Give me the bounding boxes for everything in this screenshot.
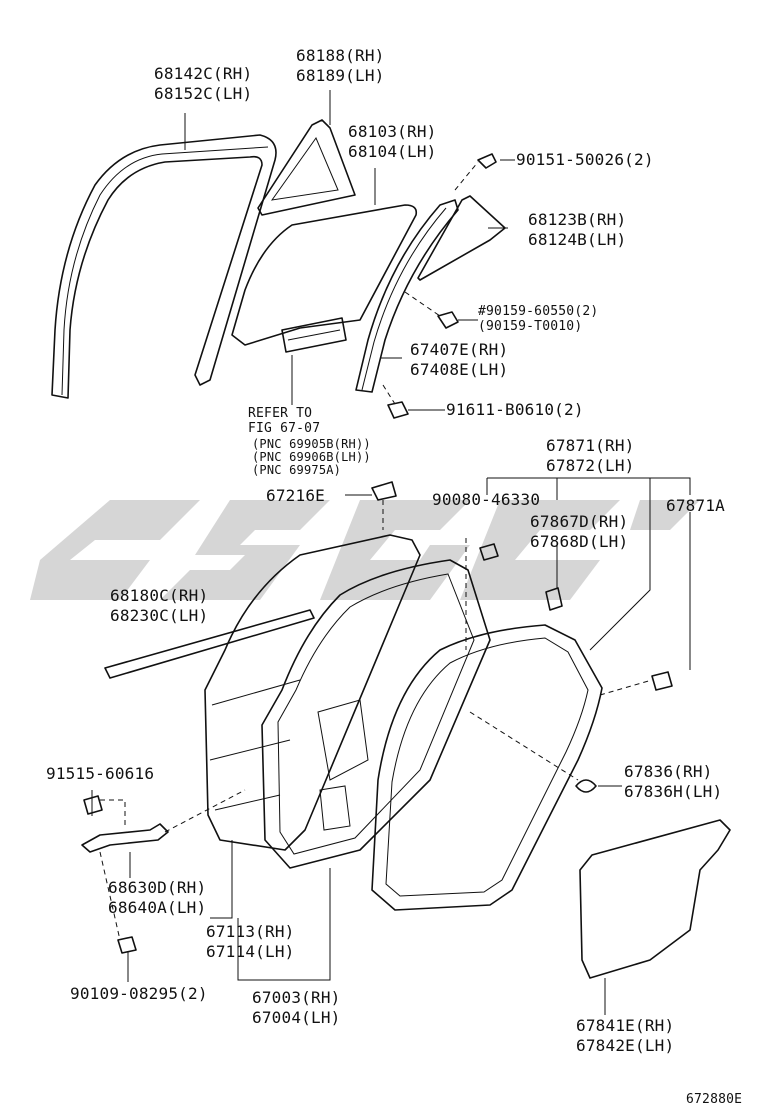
callout-line: FIG 67-07 <box>248 421 321 436</box>
part-67836-hole-plug <box>575 779 597 793</box>
part-68180c-belt-moulding <box>104 609 315 679</box>
callout-68188: 68188(RH) 68189(LH) <box>296 46 385 86</box>
callout-line: 67871(RH) <box>546 436 635 455</box>
callout-67216e: 67216E <box>266 486 325 506</box>
part-68142c-run-channel <box>51 134 277 399</box>
callout-line: (PNC 69975A) <box>252 463 342 477</box>
callout-line: (90159-T0010) <box>478 319 583 334</box>
callout-line: 67871A <box>666 496 725 515</box>
callout-line: 67408E(LH) <box>410 360 509 379</box>
part-67871-weatherstrip <box>371 624 603 911</box>
part-90151-screw <box>477 153 497 169</box>
callout-line: 68630D(RH) <box>108 878 207 897</box>
callout-line: 67868D(LH) <box>530 532 629 551</box>
callout-line: 68152C(LH) <box>154 84 253 103</box>
callout-line: 90109-08295(2) <box>70 984 208 1003</box>
callout-68630d: 68630D(RH) 68640A(LH) <box>108 878 206 918</box>
watermark-logo <box>30 500 700 600</box>
callout-line: (PNC 69906B(LH)) <box>252 450 371 464</box>
part-67407e-division-bar <box>355 199 459 393</box>
callout-67871: 67871(RH) 67872(LH) <box>546 436 635 476</box>
callout-line: 67114(LH) <box>206 942 295 961</box>
part-68630d-door-check <box>81 823 169 853</box>
callout-line: 90151-50026(2) <box>516 150 654 169</box>
part-68123b-quarter-glass <box>417 195 506 281</box>
part-67841e-hole-cover <box>579 819 731 979</box>
part-67867d-clip <box>545 587 563 611</box>
callout-line: 68124B(LH) <box>528 230 627 249</box>
callout-line: 67836(RH) <box>624 762 713 781</box>
callout-67871a: 67871A <box>666 496 725 516</box>
callout-67867d: 67867D(RH) 67868D(LH) <box>530 512 628 552</box>
callout-68103: 68103(RH) 68104(LH) <box>348 122 437 162</box>
callout-67003: 67003(RH) 67004(LH) <box>252 988 341 1028</box>
callout-line: REFER TO <box>248 406 313 421</box>
callout-90151: 90151-50026(2) <box>516 150 654 170</box>
part-91611-bolt <box>387 401 409 419</box>
callout-68123b: 68123B(RH) 68124B(LH) <box>528 210 626 250</box>
callout-line: 68180C(RH) <box>110 586 209 605</box>
part-68103-door-glass <box>231 204 418 346</box>
callout-91611: 91611-B0610(2) <box>446 400 584 420</box>
callout-line: 67216E <box>266 486 325 505</box>
callout-line: 67003(RH) <box>252 988 341 1007</box>
callout-line: #90159-60550(2) <box>478 304 599 319</box>
callout-line: 67841E(RH) <box>576 1016 675 1035</box>
callout-67836: 67836(RH) 67836H(LH) <box>624 762 722 802</box>
part-90109-bolt <box>117 936 137 954</box>
callout-90080: 90080-46330 <box>432 490 540 510</box>
callout-pnc: (PNC 69905B(RH)) (PNC 69906B(LH)) (PNC 6… <box>252 438 371 477</box>
figure-code: 672880E <box>686 1092 743 1107</box>
part-90159-screw <box>437 311 459 329</box>
callout-line: 68104(LH) <box>348 142 437 161</box>
callout-line: 68123B(RH) <box>528 210 627 229</box>
callout-line: 68103(RH) <box>348 122 437 141</box>
callout-line: 67872(LH) <box>546 456 635 475</box>
dashed-lines <box>99 161 653 941</box>
callout-line: 67113(RH) <box>206 922 295 941</box>
callout-line: 68640A(LH) <box>108 898 207 917</box>
callout-line: 67842E(LH) <box>576 1036 675 1055</box>
callout-line: (PNC 69905B(RH)) <box>252 437 371 451</box>
part-67871a-clip <box>651 671 673 691</box>
callout-line: 91611-B0610(2) <box>446 400 584 419</box>
callout-90159: #90159-60550(2) (90159-T0010) <box>478 304 598 334</box>
callout-67407e: 67407E(RH) 67408E(LH) <box>410 340 508 380</box>
callout-line: 91515-60616 <box>46 764 155 783</box>
callout-line: 68188(RH) <box>296 46 385 65</box>
callout-68180c: 68180C(RH) 68230C(LH) <box>110 586 208 626</box>
callout-refer-to: REFER TO FIG 67-07 <box>248 406 320 436</box>
callout-line: 68230C(LH) <box>110 606 209 625</box>
callout-line: 68142C(RH) <box>154 64 253 83</box>
part-glass-channel <box>281 317 347 353</box>
callout-line: 67867D(RH) <box>530 512 629 531</box>
callout-91515: 91515-60616 <box>46 764 154 784</box>
callout-90109: 90109-08295(2) <box>70 984 208 1004</box>
part-67003-door-frame <box>261 559 491 869</box>
callout-line: 67407E(RH) <box>410 340 509 359</box>
callout-line: 68189(LH) <box>296 66 385 85</box>
part-90080-clip <box>479 543 499 561</box>
callout-67113: 67113(RH) 67114(LH) <box>206 922 295 962</box>
callout-line: 67836H(LH) <box>624 782 723 801</box>
part-91515-bolt <box>83 795 103 815</box>
callout-67841e: 67841E(RH) 67842E(LH) <box>576 1016 674 1056</box>
part-67216e-clip <box>371 481 397 501</box>
callout-68142c: 68142C(RH) 68152C(LH) <box>154 64 252 104</box>
part-68188-quarter-frame <box>257 119 356 216</box>
callout-line: 90080-46330 <box>432 490 541 509</box>
callout-line: 67004(LH) <box>252 1008 341 1027</box>
leader-lines <box>91 90 691 1015</box>
